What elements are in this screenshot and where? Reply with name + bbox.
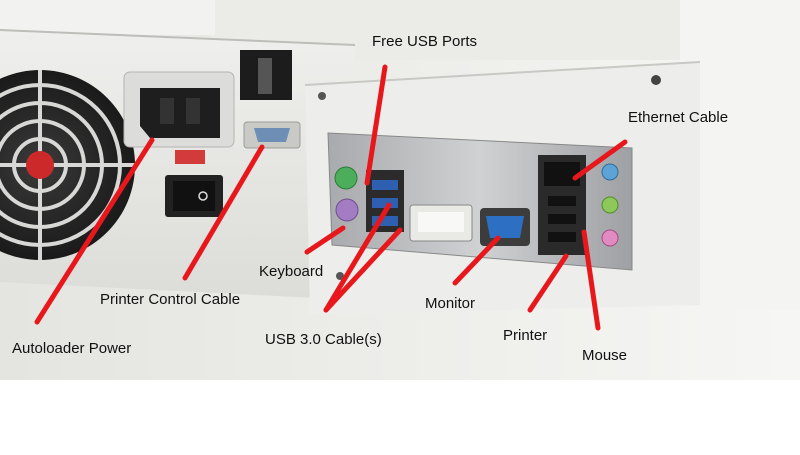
power-inlet xyxy=(123,71,235,148)
voltage-slot xyxy=(240,50,292,100)
pointer-usb3-a xyxy=(323,202,392,313)
usb-stack-left xyxy=(366,170,404,232)
label-printer: Printer xyxy=(503,327,548,344)
serial-port xyxy=(243,121,301,149)
label-autoloader-power: Autoloader Power xyxy=(12,340,132,357)
dvi-port xyxy=(409,204,473,242)
audio-jack-green xyxy=(601,196,619,214)
rocker-switch xyxy=(165,175,223,217)
label-printer-control-cable: Printer Control Cable xyxy=(100,291,241,308)
label-usb3-cables: USB 3.0 Cable(s) xyxy=(265,331,382,348)
ps2-mouse-port xyxy=(334,166,358,190)
pointer-usb3-b xyxy=(323,227,403,313)
label-mouse: Mouse xyxy=(582,347,628,364)
pointer-lines xyxy=(34,64,628,331)
pointer-monitor xyxy=(452,235,501,286)
panel-screw-2 xyxy=(318,92,326,100)
table-surface xyxy=(0,380,800,450)
label-ethernet-cable: Ethernet Cable xyxy=(628,109,729,126)
audio-jack-pink xyxy=(601,229,619,247)
panel-edge xyxy=(304,61,701,86)
ps2-keyboard-port xyxy=(335,198,359,222)
fan-grille xyxy=(0,70,135,260)
audio-jack-blue xyxy=(601,163,619,181)
pointer-printer-control xyxy=(182,144,265,281)
pointer-mouse xyxy=(581,229,601,331)
warning-label xyxy=(175,150,205,164)
background-top-left xyxy=(0,0,215,35)
ethernet-usb-stack xyxy=(538,155,586,255)
pointer-autoloader xyxy=(34,137,155,325)
pointer-ethernet xyxy=(572,139,628,181)
label-monitor: Monitor xyxy=(425,295,476,312)
label-free-usb-ports: Free USB Ports xyxy=(372,33,478,50)
pointer-printer xyxy=(527,253,569,313)
label-keyboard: Keyboard xyxy=(259,263,324,280)
panel-screw-3 xyxy=(336,272,344,280)
pointer-free-usb xyxy=(364,64,388,186)
panel-screw-1 xyxy=(651,75,661,85)
vga-port xyxy=(480,208,530,246)
autoloader-edge xyxy=(0,29,356,46)
pointer-keyboard xyxy=(304,225,346,255)
